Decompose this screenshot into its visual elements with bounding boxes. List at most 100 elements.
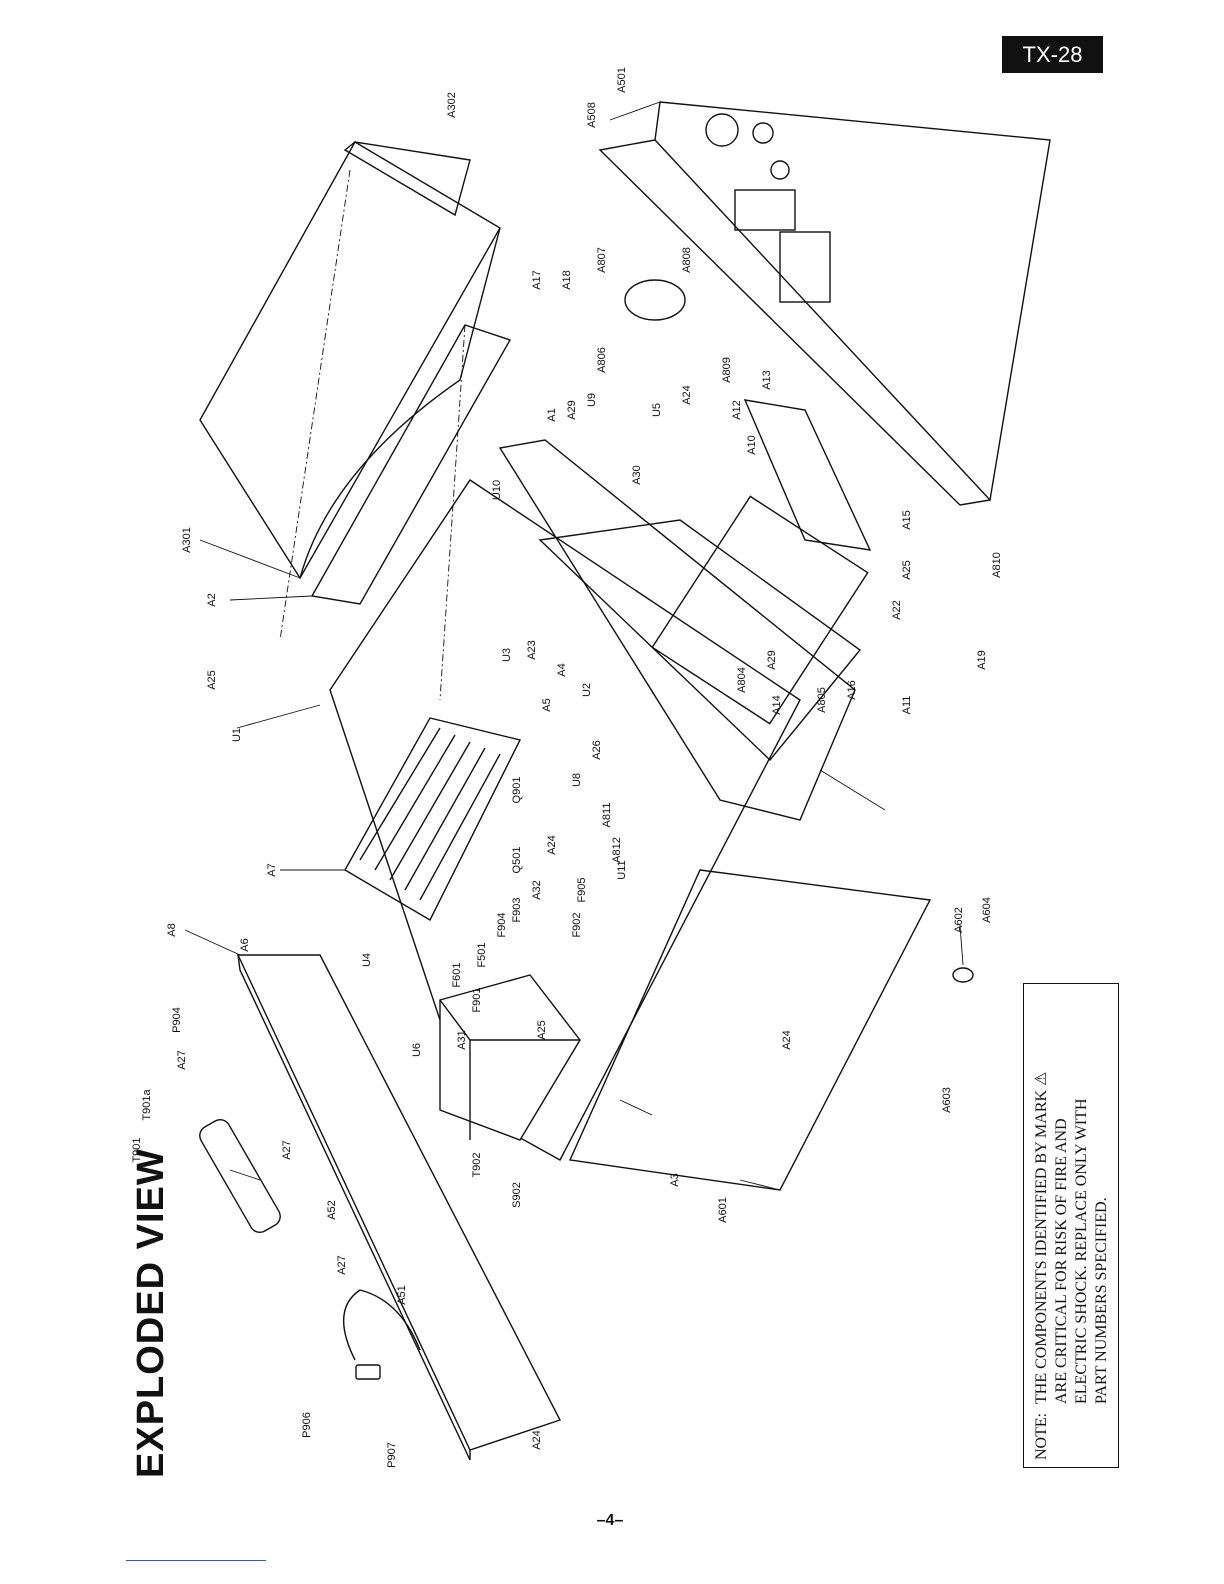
side-rail [310,324,512,605]
note-line-1: THE COMPONENTS IDENTIFIED BY MARK ⚠ [1033,1071,1050,1404]
callout-f902: F902 [571,912,583,937]
callout-a11: A11 [901,696,913,715]
callout-a3: A3 [669,1173,681,1186]
callout-f905: F905 [576,877,588,902]
callout-a24: A24 [781,1030,793,1050]
callout-a24: A24 [531,1430,543,1450]
top-cover-side [343,141,471,217]
callout-a26: A26 [591,740,603,760]
antenna-loop [199,1118,281,1234]
callout-a508: A508 [586,102,598,128]
callout-q901: Q901 [511,777,523,804]
callout-a602: A602 [953,907,965,933]
callout-a806: A806 [596,347,608,373]
ac-plug [355,1364,381,1380]
callout-a809: A809 [721,357,733,383]
callout-a25: A25 [536,1020,548,1040]
callout-a19: A19 [976,650,988,670]
note-label: NOTE: [1033,1412,1050,1460]
callout-a8: A8 [166,923,178,936]
note-line-2: ARE CRITICAL FOR RISK OF FIRE AND [1053,1118,1070,1404]
front-frame [498,439,856,821]
callout-a12: A12 [731,400,743,420]
callout-a52: A52 [326,1200,338,1220]
front-panel-buttons [734,189,831,303]
callout-a30: A30 [631,465,643,485]
callout-p906: P906 [301,1412,313,1438]
callout-u6: U6 [411,1043,423,1057]
callout-t901a: T901a [141,1089,153,1121]
callout-u9: U9 [586,393,598,407]
callout-f904: F904 [496,912,508,937]
callout-t902: T902 [471,1152,483,1177]
callout-p907: P907 [386,1442,398,1468]
callout-a13: A13 [761,370,773,390]
callout-a2: A2 [206,593,218,606]
callout-u1: U1 [231,728,243,742]
callout-a29: A29 [766,650,778,670]
top-cover [199,141,501,580]
bottom-plate [568,869,932,1191]
note-line-3: ELECTRIC SHOCK. REPLACE ONLY WITH [1073,1098,1090,1405]
callout-a25: A25 [901,560,913,580]
foot [952,967,974,983]
callout-p904: P904 [171,1007,183,1033]
callout-a16: A16 [846,680,858,700]
callout-a24: A24 [546,835,558,855]
note-line-4: PART NUMBERS SPECIFIED. [1093,1197,1110,1404]
callout-a5: A5 [541,698,553,711]
callout-a25: A25 [206,670,218,690]
rear-panel [236,954,561,1451]
callout-a24: A24 [681,385,693,405]
callout-u10: U10 [491,480,503,500]
footer-rule [126,1560,266,1561]
callout-u8: U8 [571,773,583,787]
callout-a6: A6 [239,938,251,951]
power-transformer [439,974,581,1141]
callout-s902: S902 [511,1182,523,1208]
callout-a15: A15 [901,510,913,530]
callout-u4: U4 [361,953,373,967]
heat-sink [344,717,522,921]
callout-a18: A18 [561,270,573,290]
callout-a23: A23 [526,640,538,660]
callout-a7: A7 [266,863,278,876]
callout-a804: A804 [736,667,748,693]
callout-f601: F601 [451,962,463,987]
callout-u11: U11 [616,860,628,879]
display-window [743,399,872,551]
callout-a1: A1 [546,408,558,421]
callout-a807: A807 [596,247,608,273]
callout-u3: U3 [501,648,513,662]
callout-a810: A810 [991,552,1003,578]
callout-a301: A301 [181,527,193,553]
callout-a10: A10 [746,435,758,455]
callout-a31: A31 [456,1030,468,1050]
front-panel [654,101,1051,502]
callout-a22: A22 [891,600,903,620]
callout-a32: A32 [531,880,543,900]
safety-note-box: NOTE: THE COMPONENTS IDENTIFIED BY MARK … [1023,983,1119,1468]
model-badge: TX-28 [1002,36,1103,73]
callout-a603: A603 [941,1087,953,1113]
callout-a601: A601 [717,1197,729,1223]
callout-a27: A27 [176,1050,188,1070]
callout-a17: A17 [531,270,543,290]
callout-a27: A27 [281,1140,293,1160]
callout-q501: Q501 [511,847,523,874]
ac-cord [343,1289,421,1361]
callout-a14: A14 [771,695,783,715]
callout-f901: F901 [471,987,483,1012]
callout-f903: F903 [511,897,523,922]
callout-a302: A302 [446,92,458,118]
callout-a812: A812 [611,837,623,863]
callout-a51: A51 [396,1285,408,1305]
callout-a501: A501 [616,67,628,93]
callout-a27: A27 [336,1255,348,1275]
callout-u2: U2 [581,683,593,697]
callout-t901: T901 [131,1137,143,1162]
callout-f501: F501 [476,942,488,967]
volume-knob [624,279,686,321]
